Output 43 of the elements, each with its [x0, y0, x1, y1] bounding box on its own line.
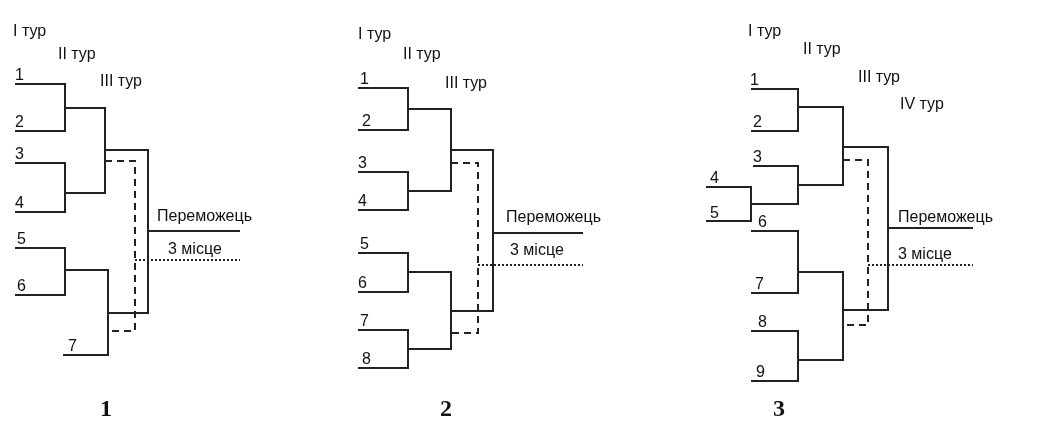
participant-number: 3	[15, 145, 24, 163]
participant-number: 6	[358, 274, 367, 292]
scheme-number: 1	[100, 395, 112, 421]
participant-number: 9	[756, 363, 765, 381]
round-label: II тур	[58, 45, 96, 63]
round-label: III тур	[100, 72, 142, 90]
third-place-label: 3 місце	[898, 245, 952, 263]
winner-label: Переможець	[506, 208, 601, 226]
participant-number: 2	[753, 113, 762, 131]
round-label: I тур	[748, 22, 782, 40]
participant-number: 6	[758, 213, 767, 231]
round-label: III тур	[445, 74, 487, 92]
participant-number: 6	[17, 277, 26, 295]
round-label: III тур	[858, 68, 900, 86]
round-label: I тур	[13, 22, 47, 40]
participant-number: 5	[360, 235, 369, 253]
round-label: IV тур	[900, 95, 944, 113]
scheme-number: 2	[440, 395, 452, 421]
winner-label: Переможець	[157, 207, 252, 225]
round-label: II тур	[403, 45, 441, 63]
participant-number: 8	[758, 313, 767, 331]
participant-number: 5	[17, 230, 26, 248]
participant-number: 2	[362, 112, 371, 130]
participant-number: 5	[710, 204, 719, 222]
round-label: II тур	[803, 40, 841, 58]
participant-number: 1	[750, 71, 759, 89]
scheme-number: 3	[773, 395, 785, 421]
third-place-label: 3 місце	[168, 240, 222, 258]
participant-number: 7	[68, 337, 77, 355]
third-place-label: 3 місце	[510, 241, 564, 259]
participant-number: 1	[15, 66, 24, 84]
winner-label: Переможець	[898, 208, 993, 226]
round-label: I тур	[358, 25, 392, 43]
participant-number: 1	[360, 70, 369, 88]
participant-number: 4	[710, 169, 719, 187]
participant-number: 7	[755, 275, 764, 293]
participant-number: 8	[362, 350, 371, 368]
participant-number: 7	[360, 312, 369, 330]
participant-number: 4	[358, 192, 367, 210]
participant-number: 4	[15, 194, 24, 212]
participant-number: 3	[358, 154, 367, 172]
participant-number: 3	[753, 148, 762, 166]
participant-number: 2	[15, 113, 24, 131]
